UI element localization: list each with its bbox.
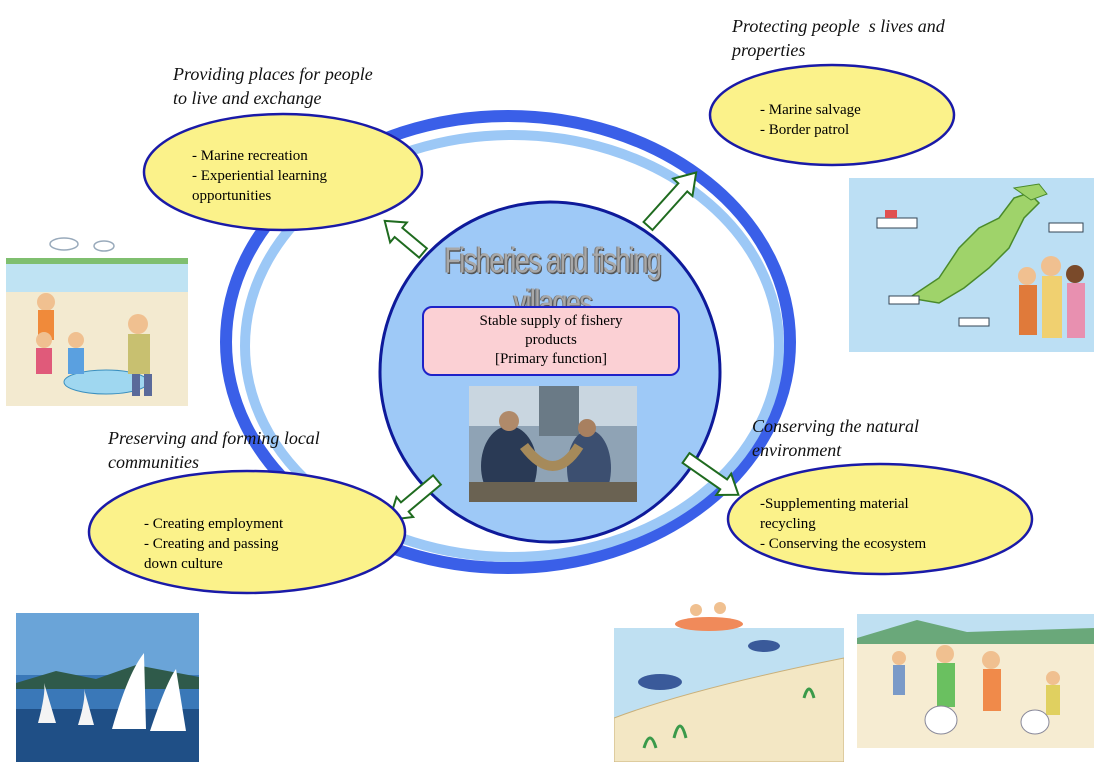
children-fishing-illustration <box>6 230 188 406</box>
outer-ring-highlight <box>240 130 784 562</box>
bubble-top-left <box>142 112 424 232</box>
heading-bottom-left-line1: Preserving and forming local <box>108 428 320 448</box>
heading-bottom-right-line2: environment <box>752 440 842 460</box>
heading-top-right-line2: properties <box>732 40 806 60</box>
primary-box-line2: products <box>525 332 577 348</box>
bubble-bottom-left <box>87 469 407 595</box>
heading-top-right: Protecting people s lives and properties <box>732 14 945 62</box>
bubble-top-right <box>708 63 956 167</box>
list-item: - Conserving the ecosystem <box>760 536 927 552</box>
heading-bottom-left: Preserving and forming local communities <box>108 426 320 474</box>
arrow-top-left <box>383 219 429 260</box>
bubble-bottom-left-text: - Creating employment - Creating and pas… <box>144 514 283 574</box>
sailboats-photo <box>16 613 199 762</box>
bubble-bottom-right <box>726 462 1034 576</box>
list-item: - Border patrol <box>760 122 850 138</box>
beach-cleanup-illustration <box>857 598 1094 748</box>
list-item: -Supplementing material <box>760 496 909 512</box>
outer-ring <box>220 110 796 574</box>
list-item: - Creating and passing <box>144 536 279 552</box>
list-item: recycling <box>760 516 816 532</box>
bubble-top-right-text: - Marine salvage - Border patrol <box>760 100 861 140</box>
primary-function-box: Stable supply of fishery products [Prima… <box>422 306 680 376</box>
bubble-bottom-right-text: -Supplementing material recycling - Cons… <box>760 494 926 554</box>
japan-map-family-illustration <box>849 178 1094 352</box>
heading-top-left: Providing places for people to live and … <box>173 62 373 110</box>
list-item: - Marine recreation <box>192 148 308 164</box>
list-item: - Marine salvage <box>760 102 861 118</box>
arrow-bottom-right <box>681 451 740 497</box>
list-item: opportunities <box>192 188 272 204</box>
heading-top-right-line1: Protecting people s lives and <box>732 16 945 36</box>
primary-box-line3: [Primary function] <box>494 351 608 367</box>
primary-box-line1: Stable supply of fishery <box>479 313 623 329</box>
list-item: - Experiential learning <box>192 168 327 184</box>
fishermen-photo <box>469 386 637 502</box>
bubble-top-left-text: - Marine recreation - Experiential learn… <box>192 146 327 206</box>
list-item: down culture <box>144 556 223 572</box>
heading-bottom-right-line1: Conserving the natural <box>752 416 919 436</box>
heading-top-left-line1: Providing places for people <box>173 64 373 84</box>
heading-bottom-right: Conserving the natural environment <box>752 414 919 462</box>
heading-top-left-line2: to live and exchange <box>173 88 322 108</box>
list-item: - Creating employment <box>144 516 284 532</box>
arrow-top-right <box>642 171 698 232</box>
heading-bottom-left-line2: communities <box>108 452 199 472</box>
underwater-divers-illustration <box>614 598 844 762</box>
